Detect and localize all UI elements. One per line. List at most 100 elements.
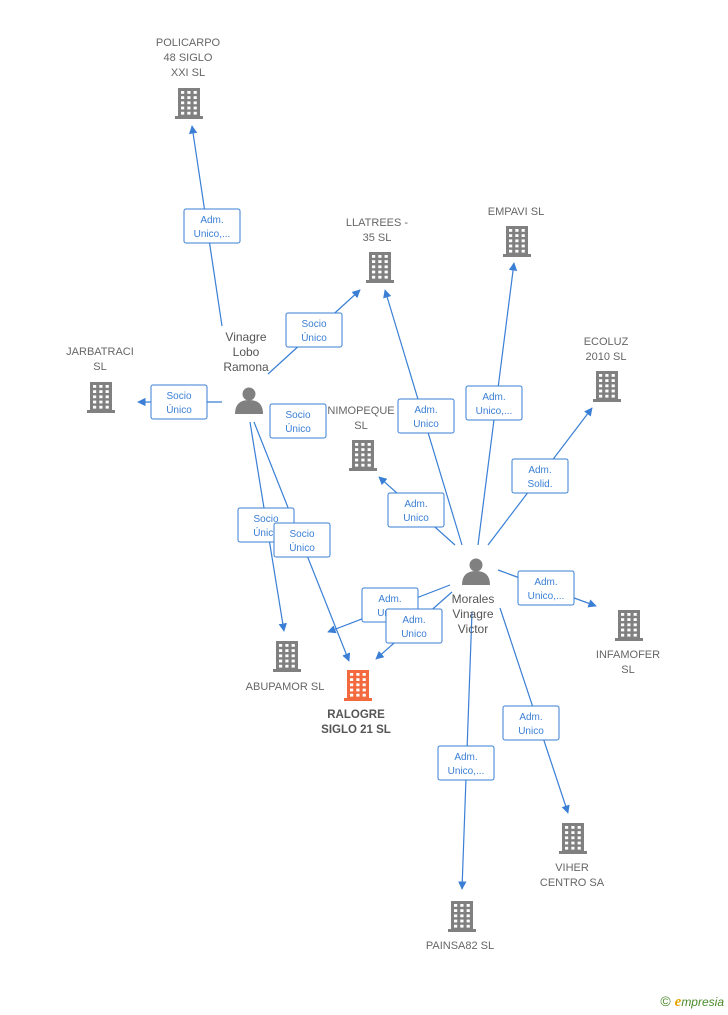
person-name: Vinagre bbox=[225, 330, 266, 344]
company-node-abupamor[interactable]: ABUPAMOR SL bbox=[246, 641, 325, 693]
company-node-policarpo[interactable]: POLICARPO 48 SIGLO XXI SL bbox=[156, 37, 221, 119]
edge-label-text: Socio bbox=[289, 529, 314, 540]
building-icon bbox=[175, 88, 203, 119]
company-name: POLICARPO bbox=[156, 37, 221, 49]
edge-label-text: Único bbox=[289, 541, 315, 554]
company-name: XXI SL bbox=[171, 67, 205, 79]
company-node-jarbatraci[interactable]: JARBATRACI SL bbox=[66, 346, 134, 413]
edge-label-text: Único bbox=[285, 422, 311, 435]
company-name: JARBATRACI bbox=[66, 346, 134, 358]
company-node-viher[interactable]: VIHER CENTRO SA bbox=[540, 823, 605, 889]
edge-label-p2-llatrees[interactable]: Adm. Unico bbox=[397, 398, 455, 434]
edge-label-p2-infamofer[interactable]: Adm. Unico,... bbox=[517, 570, 575, 606]
brand-initial: e bbox=[674, 994, 682, 1010]
edge-label-text: Unico bbox=[403, 513, 429, 524]
edge-label-text: Unico bbox=[518, 726, 544, 737]
edge-label-text: Adm. bbox=[404, 499, 427, 510]
building-icon bbox=[87, 382, 115, 413]
building-icon bbox=[344, 670, 372, 701]
person-name: Lobo bbox=[233, 345, 260, 359]
edge-label-p2-viher[interactable]: Adm. Unico bbox=[502, 705, 560, 741]
company-node-ralogre[interactable]: RALOGRE SIGLO 21 SL bbox=[321, 670, 391, 736]
edge-label-text: Solid. bbox=[527, 479, 552, 490]
company-name: 35 SL bbox=[363, 232, 392, 244]
edge-label-text: Unico,... bbox=[476, 406, 513, 417]
person-name: Victor bbox=[458, 622, 488, 636]
edge-label-p2-ralogre[interactable]: Adm. Unico bbox=[385, 608, 443, 644]
edge-label-text: Único bbox=[166, 403, 192, 416]
person-icon bbox=[462, 558, 490, 585]
company-name: SL bbox=[621, 664, 634, 676]
company-name: 2010 SL bbox=[586, 351, 627, 363]
edge-label-text: Unico,... bbox=[194, 229, 231, 240]
company-name: SL bbox=[354, 420, 367, 432]
company-name: RALOGRE bbox=[327, 709, 385, 721]
company-name: CENTRO SA bbox=[540, 877, 605, 889]
edge-label-text: Adm. bbox=[454, 752, 477, 763]
edge-label-text: Socio bbox=[253, 514, 278, 525]
company-node-painsa82[interactable]: PAINSA82 SL bbox=[426, 901, 494, 952]
edge-label-p2-empavi[interactable]: Adm. Unico,... bbox=[465, 385, 523, 421]
company-node-infamofer[interactable]: INFAMOFER SL bbox=[596, 610, 660, 676]
edge-label-text: Unico bbox=[413, 419, 439, 430]
edge-label-text: Adm. bbox=[528, 465, 551, 476]
edge-label-text: Unico,... bbox=[448, 766, 485, 777]
edge-label-text: Adm. bbox=[534, 577, 557, 588]
building-icon bbox=[448, 901, 476, 932]
company-node-nimopeque[interactable]: NIMOPEQUE SL bbox=[327, 405, 395, 471]
edge-label-p1-policarpo[interactable]: Adm. Unico,... bbox=[183, 208, 241, 244]
company-name: INFAMOFER bbox=[596, 649, 660, 661]
building-icon bbox=[273, 641, 301, 672]
edge-label-text: Adm. bbox=[519, 712, 542, 723]
edge-label-p2-nimopeque[interactable]: Adm. Unico bbox=[387, 492, 445, 528]
building-icon bbox=[593, 371, 621, 402]
edge-label-p2-ecoluz[interactable]: Adm. Solid. bbox=[511, 458, 569, 494]
company-name: VIHER bbox=[555, 862, 589, 874]
company-node-empavi[interactable]: EMPAVI SL bbox=[488, 206, 544, 257]
edge-label-text: Socio bbox=[301, 319, 326, 330]
edge-label-text: Socio bbox=[285, 410, 310, 421]
company-name: SIGLO 21 SL bbox=[321, 724, 391, 736]
company-name: PAINSA82 SL bbox=[426, 940, 494, 952]
brand-watermark: ©empresia bbox=[660, 993, 724, 1011]
company-node-ecoluz[interactable]: ECOLUZ 2010 SL bbox=[584, 336, 629, 402]
building-icon bbox=[349, 440, 377, 471]
edge-label-text: Adm. bbox=[482, 392, 505, 403]
edge-label-text: Adm. bbox=[414, 405, 437, 416]
person-name: Morales bbox=[452, 592, 495, 606]
edge-label-text: Socio bbox=[166, 391, 191, 402]
edge-label-text: Unico bbox=[401, 629, 427, 640]
company-name: EMPAVI SL bbox=[488, 206, 544, 218]
edge-label-text: Adm. bbox=[378, 594, 401, 605]
company-node-llatrees[interactable]: LLATREES - 35 SL bbox=[346, 217, 408, 283]
company-name: ABUPAMOR SL bbox=[246, 681, 325, 693]
company-name: SL bbox=[93, 361, 106, 373]
person-icon bbox=[235, 387, 263, 414]
node-layer: POLICARPO 48 SIGLO XXI SL LLATREES - 35 SL EM… bbox=[66, 37, 660, 952]
company-name: LLATREES - bbox=[346, 217, 408, 229]
edge-label-text: Adm. bbox=[200, 215, 223, 226]
company-name: NIMOPEQUE bbox=[327, 405, 394, 417]
company-name: 48 SIGLO bbox=[164, 52, 213, 64]
person-name: Vinagre bbox=[452, 607, 493, 621]
building-icon bbox=[366, 252, 394, 283]
brand-name: mpresia bbox=[681, 995, 724, 1009]
edge-label-text: Unico,... bbox=[528, 591, 565, 602]
building-icon bbox=[615, 610, 643, 641]
edge-label-p2-painsa82[interactable]: Adm. Unico,... bbox=[437, 745, 495, 781]
company-name: ECOLUZ bbox=[584, 336, 629, 348]
building-icon bbox=[559, 823, 587, 854]
edge-label-text: Único bbox=[301, 331, 327, 344]
person-name: Ramona bbox=[223, 360, 269, 374]
copyright-symbol: © bbox=[660, 993, 671, 1009]
edge-label-text: Adm. bbox=[402, 615, 425, 626]
